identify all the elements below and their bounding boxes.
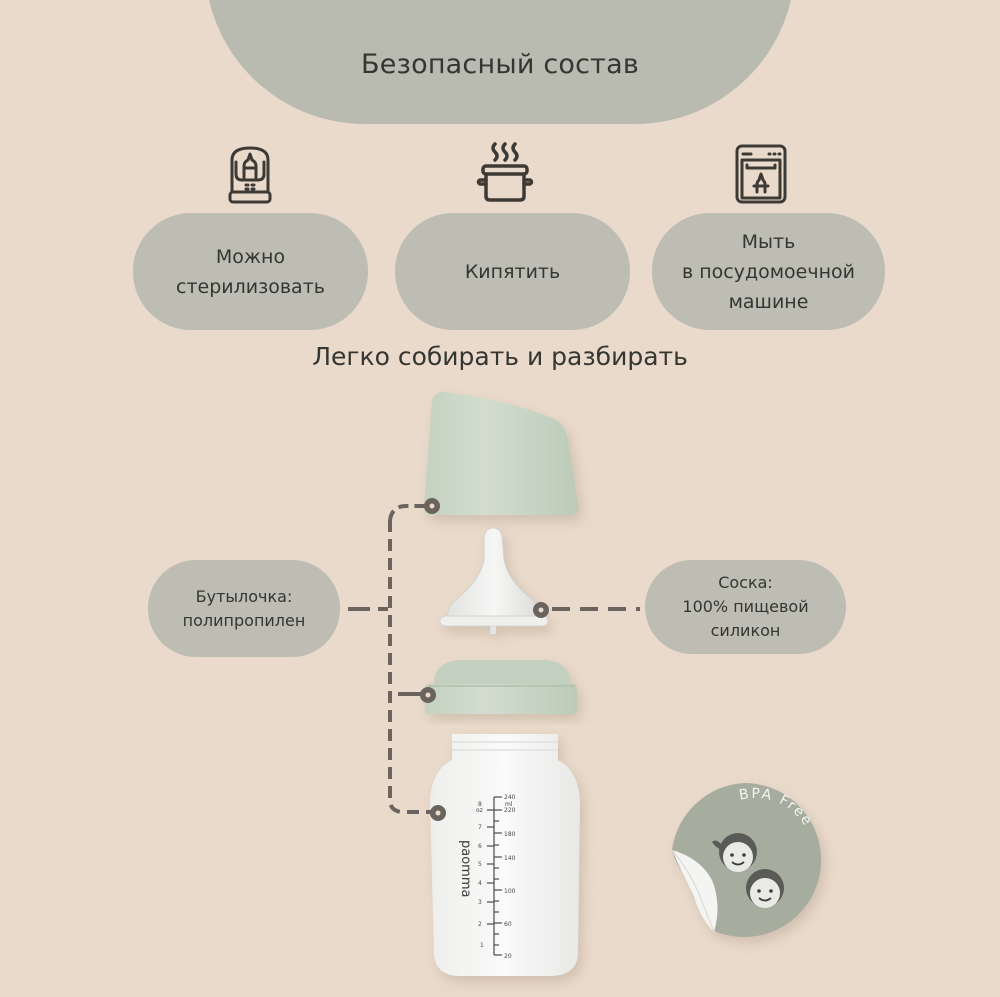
bottle-material-text: Бутылочка: полипропилен <box>182 586 306 630</box>
svg-text:60: 60 <box>504 921 512 928</box>
feature-dishwasher-label: Мыть в посудомоечной машине <box>681 230 855 313</box>
brand-logo: paomma <box>458 840 473 897</box>
header-banner: Безопасный состав <box>205 0 795 124</box>
svg-text:4: 4 <box>478 880 482 887</box>
bottle-body <box>430 734 580 976</box>
svg-text:1: 1 <box>480 942 484 949</box>
bottle-collar <box>425 660 577 714</box>
nipple <box>439 527 549 634</box>
svg-text:20: 20 <box>504 953 512 960</box>
sterilizer-icon <box>218 140 282 208</box>
nipple-material-text: Соска: 100% пищевой силикон <box>682 573 809 640</box>
feature-boil-label: Кипятить <box>464 260 561 283</box>
measurement-scale <box>487 796 502 956</box>
dishwasher-icon <box>733 142 797 210</box>
header-title: Безопасный состав <box>361 49 639 80</box>
svg-text:220: 220 <box>504 807 516 814</box>
feature-sterilize: Можно стерилизовать <box>133 213 368 330</box>
svg-text:8: 8 <box>478 801 482 808</box>
svg-text:5: 5 <box>478 861 482 868</box>
feature-boil: Кипятить <box>395 213 630 330</box>
svg-text:oz: oz <box>476 807 483 814</box>
svg-text:3: 3 <box>478 899 482 906</box>
boiling-pot-icon <box>473 140 537 208</box>
feature-dishwasher: Мыть в посудомоечной машине <box>652 213 885 330</box>
svg-text:ml: ml <box>505 801 513 808</box>
assembly-title: Легко собирать и разбирать <box>312 342 688 371</box>
svg-text:140: 140 <box>504 855 516 862</box>
feature-sterilize-label: Можно стерилизовать <box>176 245 325 298</box>
svg-text:180: 180 <box>504 831 516 838</box>
bottle-material-label: Бутылочка: полипропилен <box>148 560 340 657</box>
svg-text:100: 100 <box>504 888 516 895</box>
svg-text:6: 6 <box>478 843 482 850</box>
boy-face-icon <box>746 869 784 908</box>
girl-face-icon <box>712 833 757 872</box>
svg-text:7: 7 <box>478 824 482 831</box>
svg-text:240: 240 <box>504 794 516 801</box>
bottle-cap <box>424 392 579 515</box>
svg-text:2: 2 <box>478 921 482 928</box>
nipple-material-label: Соска: 100% пищевой силикон <box>645 560 846 654</box>
connector-dots <box>420 498 549 821</box>
